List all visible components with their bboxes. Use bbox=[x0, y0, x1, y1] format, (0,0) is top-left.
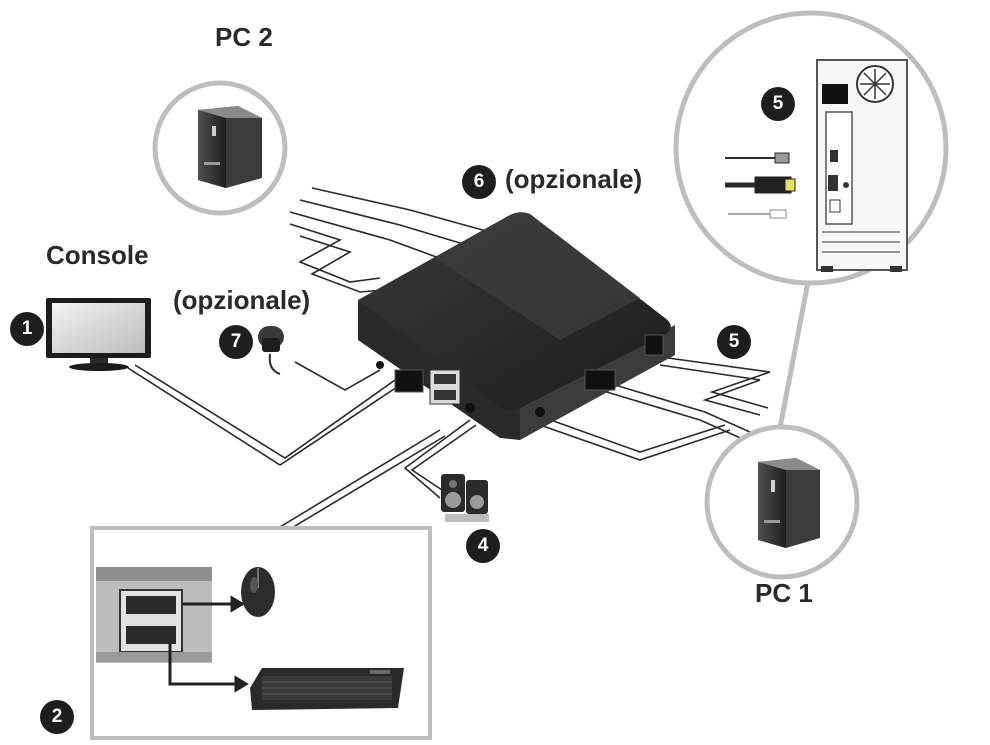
cables bbox=[127, 187, 771, 536]
badge-5-rear: 5 bbox=[761, 87, 795, 121]
cable-pc1-b bbox=[544, 417, 726, 453]
badge-1: 1 bbox=[10, 312, 44, 346]
badge-5-right: 5 bbox=[717, 325, 751, 359]
usb-arrows bbox=[168, 595, 249, 693]
label-pc1: PC 1 bbox=[755, 578, 813, 608]
cable-pc1-c bbox=[599, 389, 746, 441]
badge-6: 6 bbox=[462, 165, 496, 199]
cable-pc2-a bbox=[311, 187, 491, 233]
pc1-tower-icon bbox=[758, 458, 820, 548]
microphone-icon bbox=[258, 326, 284, 375]
pc2-callout bbox=[152, 80, 288, 216]
pc2-tower-icon bbox=[198, 106, 262, 188]
badge-4: 4 bbox=[466, 529, 500, 563]
cable-pc1-e bbox=[659, 364, 761, 416]
callout-connector bbox=[777, 281, 811, 429]
cable-pc1-f bbox=[667, 357, 771, 409]
pc-rear-cables bbox=[725, 152, 796, 219]
pc-rear-callout bbox=[673, 10, 949, 286]
speakers-icon bbox=[441, 474, 489, 522]
cable-pc2-c bbox=[289, 211, 451, 263]
cable-speakers-b bbox=[410, 424, 477, 493]
badge-7: 7 bbox=[219, 325, 253, 359]
mouse-icon bbox=[241, 567, 275, 617]
usb-inset-box bbox=[90, 526, 432, 740]
badge-2: 2 bbox=[40, 700, 74, 734]
cable-usb bbox=[274, 429, 441, 531]
pc-rear-panel bbox=[816, 59, 908, 272]
label-console: Console bbox=[46, 240, 149, 270]
cable-pc2-b bbox=[299, 199, 471, 247]
cable-pc2-d bbox=[289, 223, 381, 283]
cable-speakers bbox=[403, 419, 471, 499]
label-optional-top: (opzionale) bbox=[505, 164, 643, 194]
cable-mic bbox=[294, 361, 381, 391]
monitor-icon bbox=[46, 298, 151, 371]
label-optional-left: (opzionale) bbox=[173, 285, 311, 315]
cable-pc1-a bbox=[539, 424, 731, 461]
cable-monitor-b bbox=[134, 364, 396, 459]
label-pc2: PC 2 bbox=[215, 22, 273, 52]
pc1-callout bbox=[704, 424, 860, 580]
kvm-switch bbox=[358, 212, 675, 440]
cable-pc2-e bbox=[299, 235, 386, 293]
cable-usb-b bbox=[279, 435, 446, 536]
usb-port-panel bbox=[96, 567, 212, 663]
keyboard-icon bbox=[250, 668, 404, 710]
cable-monitor bbox=[127, 367, 401, 466]
cable-pc1-d bbox=[604, 381, 751, 433]
